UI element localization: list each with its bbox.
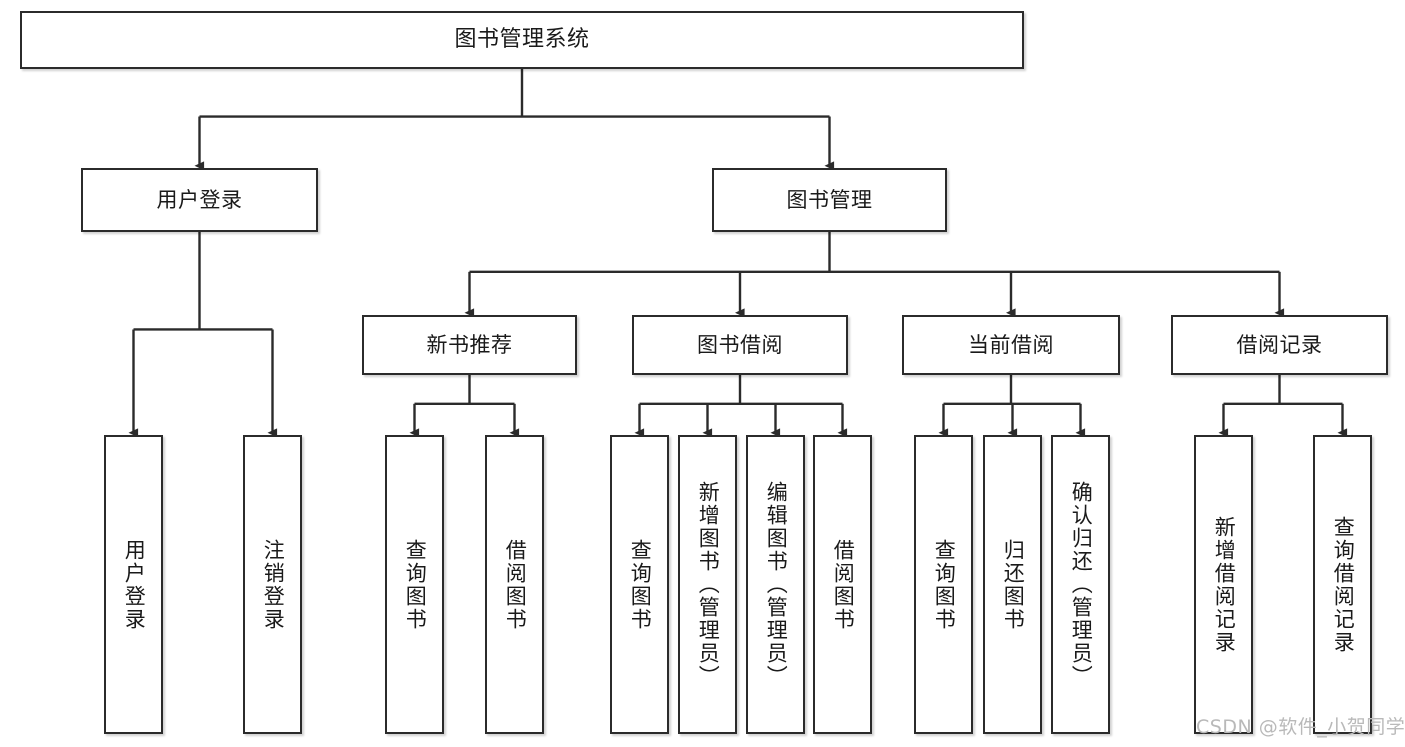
node-leaf-borrow-4[interactable]: 借阅图书 [813, 435, 872, 734]
node-leaf-cur-3[interactable]: 确认归还（管理员） [1051, 435, 1110, 734]
node-label: 借阅图书 [503, 538, 528, 631]
node-label: 图书管理 [786, 187, 873, 212]
node-root[interactable]: 图书管理系统 [20, 11, 1024, 69]
node-current[interactable]: 当前借阅 [902, 315, 1120, 375]
node-leaf-rec-1[interactable]: 新增借阅记录 [1194, 435, 1253, 734]
node-label: 新书推荐 [426, 332, 513, 357]
node-label: 当前借阅 [968, 332, 1054, 357]
node-label: 确认归还（管理员） [1069, 481, 1094, 688]
node-leaf-cur-1[interactable]: 查询图书 [914, 435, 973, 734]
node-leaf-login-1[interactable]: 用户登录 [104, 435, 163, 734]
node-label: 归还图书 [1001, 538, 1026, 631]
node-label: 借阅记录 [1236, 332, 1323, 357]
node-label: 用户登录 [156, 187, 243, 212]
node-label: 借阅图书 [831, 538, 856, 631]
node-borrow[interactable]: 图书借阅 [632, 315, 848, 375]
node-label: 新增借阅记录 [1212, 515, 1237, 654]
node-label: 注销登录 [261, 538, 286, 631]
node-label: 编辑图书（管理员） [764, 481, 789, 688]
node-label: 新增图书（管理员） [696, 481, 721, 688]
node-newbook[interactable]: 新书推荐 [362, 315, 577, 375]
node-label: 用户登录 [122, 538, 147, 631]
node-login[interactable]: 用户登录 [81, 168, 318, 232]
node-leaf-borrow-3[interactable]: 编辑图书（管理员） [746, 435, 805, 734]
node-label: 查询图书 [932, 538, 957, 631]
node-leaf-new-2[interactable]: 借阅图书 [485, 435, 544, 734]
node-label: 查询图书 [403, 538, 428, 631]
node-label: 查询图书 [628, 538, 653, 631]
node-leaf-borrow-1[interactable]: 查询图书 [610, 435, 669, 734]
csdn-watermark: CSDN @软件_小贺同学 [1196, 716, 1405, 738]
node-leaf-cur-2[interactable]: 归还图书 [983, 435, 1042, 734]
node-bookmgmt[interactable]: 图书管理 [712, 168, 947, 232]
node-leaf-new-1[interactable]: 查询图书 [385, 435, 444, 734]
node-label: 图书管理系统 [454, 27, 590, 53]
node-records[interactable]: 借阅记录 [1171, 315, 1388, 375]
node-label: 图书借阅 [697, 332, 783, 357]
node-leaf-borrow-2[interactable]: 新增图书（管理员） [678, 435, 737, 734]
edge-layer [128, 69, 1348, 438]
node-leaf-rec-2[interactable]: 查询借阅记录 [1313, 435, 1372, 734]
node-label: 查询借阅记录 [1331, 515, 1356, 654]
node-leaf-login-2[interactable]: 注销登录 [243, 435, 302, 734]
